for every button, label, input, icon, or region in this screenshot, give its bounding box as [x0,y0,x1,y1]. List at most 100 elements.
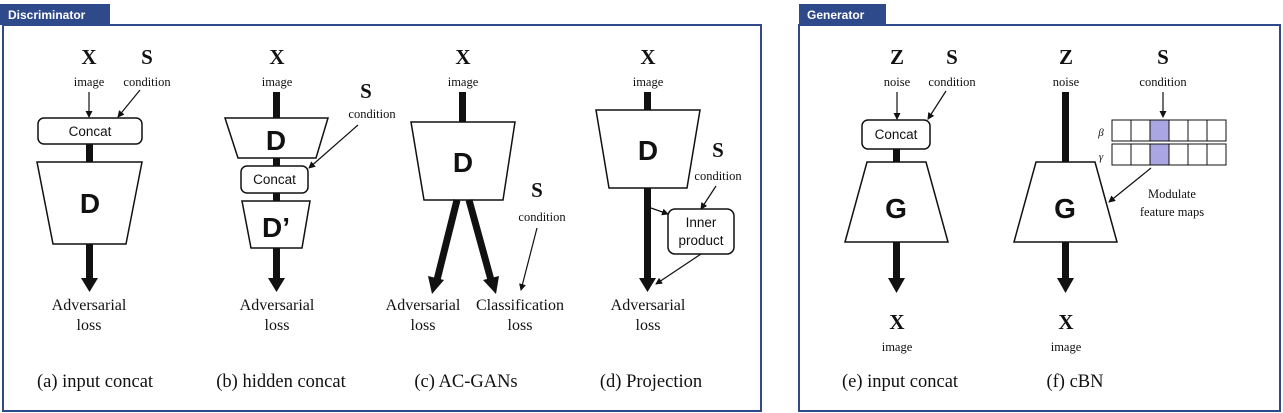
condition-arrow [927,90,947,120]
g-label: G [1054,193,1076,224]
x-symbol: X [889,310,904,334]
input-shaft [273,92,280,118]
condition-label: condition [694,169,742,183]
output-shaft [1062,242,1069,280]
s-symbol: S [531,178,543,202]
feature-to-inner-product-arrow [650,207,669,216]
inner-label: Inner [686,215,717,230]
diagram-f-cbn: Z noise G X image S condition β γ [1013,45,1227,392]
gamma-label: γ [1099,151,1104,163]
d-prime-label: D’ [262,212,290,243]
output-shaft [86,244,93,280]
adversarial-loss-label: Adversarial [611,297,686,314]
output-arrowhead [1057,278,1074,293]
concat-label: Concat [875,127,918,142]
feature-maps-label: feature maps [1140,205,1204,219]
product-label: product [678,233,723,248]
s-symbol: S [1157,45,1169,69]
diagram-d-projection: X image D S condition Inner product Adve… [595,45,742,392]
x-symbol: X [269,45,284,69]
x-symbol: X [455,45,470,69]
connector [86,144,93,162]
s-symbol: S [712,138,724,162]
output-shaft [273,248,280,280]
image-label: image [262,75,293,89]
output-arrowhead [268,278,285,292]
g-label: G [885,193,907,224]
condition-arrow [117,89,141,118]
generator-block [844,161,949,243]
discriminator-block [595,109,701,189]
caption-d: (d) Projection [600,372,702,392]
condition-label: condition [123,75,171,89]
output-arrowhead [639,278,656,292]
output-shaft [644,188,651,280]
diagram-c-ac-gans: X image D S condition Adversarial loss C… [386,45,567,392]
caption-b: (b) hidden concat [216,372,346,392]
s-symbol: S [360,79,372,103]
adversarial-loss-label: Adversarial [52,297,127,314]
output-arrowhead [888,278,905,293]
x-symbol: X [640,45,655,69]
classification-branch [465,199,495,281]
beta-vector [1111,119,1227,142]
output-arrowhead [81,278,98,292]
discriminator-tag [0,4,110,25]
caption-c: (c) AC-GANs [414,372,517,392]
input-shaft [644,92,651,110]
generator-title: Generator [807,8,865,22]
image-label: image [448,75,479,89]
discriminator-title: Discriminator [8,8,86,22]
d-label: D [80,188,100,219]
gamma-vector [1111,143,1227,166]
adversarial-loss-label-2: loss [411,317,436,334]
loss-label: loss [77,317,102,334]
d-label: D [453,147,473,178]
discriminator-block [410,121,516,201]
diagram-a-input-concat: X image S condition Concat D Adversarial… [36,45,171,392]
s-symbol: S [946,45,958,69]
image-label: image [882,340,913,354]
z-symbol: Z [890,45,904,69]
loss-label: loss [265,317,290,334]
caption-a: (a) input concat [37,372,154,392]
diagram-e-input-concat: Z noise S condition Concat G X image (e)… [842,45,976,392]
x-symbol: X [81,45,96,69]
image-label: image [1051,340,1082,354]
caption-e: (e) input concat [842,372,959,392]
output-shaft [893,242,900,280]
concat-label: Concat [69,124,112,139]
d-label: D [266,125,286,156]
noise-label: noise [884,75,911,89]
generator-block [1013,161,1118,243]
adversarial-loss-label: Adversarial [240,297,315,314]
z-symbol: Z [1059,45,1073,69]
connector [273,158,280,166]
x-symbol: X [1058,310,1073,334]
condition-label: condition [1139,75,1187,89]
adversarial-loss-label: Adversarial [386,297,461,314]
condition-arrow [700,185,717,210]
image-label: image [633,75,664,89]
d-label: D [638,135,658,166]
discriminator-block-top [223,117,330,159]
inner-product-to-loss-arrow [655,253,702,285]
modulate-label: Modulate [1148,187,1196,201]
condition-arrow [308,124,359,169]
classification-arrowhead [483,276,499,294]
beta-selected-cell [1149,119,1170,142]
gamma-selected-cell [1149,143,1170,166]
beta-label: β [1097,127,1104,139]
input-shaft [1062,92,1069,162]
classification-loss-label-2: loss [508,317,533,334]
connector [273,193,280,201]
condition-label: condition [348,107,396,121]
concat-label: Concat [253,172,296,187]
adversarial-branch [433,199,461,281]
adversarial-arrowhead [428,276,444,294]
modulate-arrow [1108,167,1152,203]
input-shaft [459,92,466,122]
generator-tag [799,4,886,25]
discriminator-block [36,161,143,245]
